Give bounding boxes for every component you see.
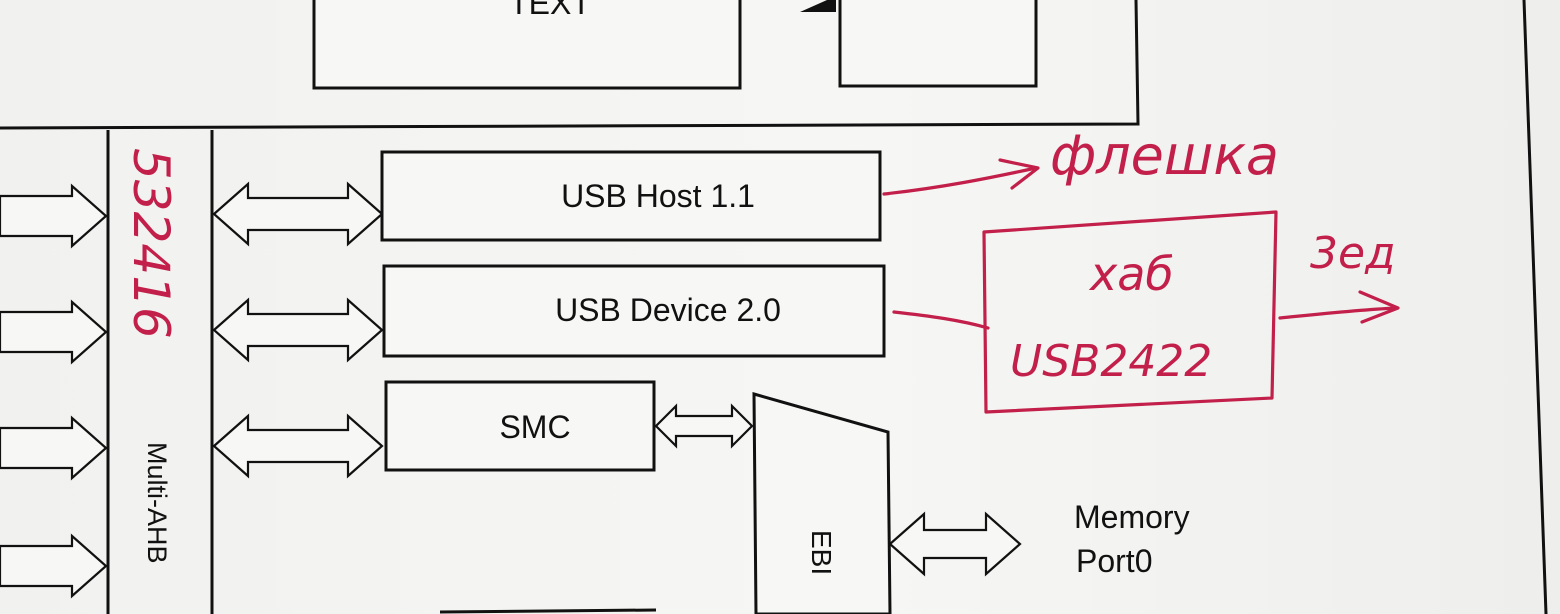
smc-label: SMC: [499, 409, 570, 445]
outer-frame-right-border: [1522, 0, 1548, 614]
bus-usb-device-arrow: [212, 297, 384, 363]
ebi-label: EBI: [806, 530, 837, 575]
usb-host-ink-arrowhead: [998, 158, 1040, 190]
usb-device-ink-line: [892, 310, 990, 330]
hub-ink-box: [982, 210, 1278, 414]
top-text-box: [312, 0, 742, 90]
bus-usb-host-arrow: [212, 181, 384, 247]
usb-host-block: [380, 150, 882, 242]
left-bus-arrow-1: [0, 183, 108, 249]
output-note: 3ед: [1310, 228, 1396, 279]
flash-note: флешка: [1050, 124, 1279, 187]
hub-output-ink-arrowhead: [1358, 290, 1400, 324]
bus-smc-arrow: [212, 413, 384, 479]
smc-ebi-arrow: [654, 403, 754, 449]
top-box-label: TEXT: [509, 0, 591, 21]
left-bus-arrow-4: [0, 533, 108, 599]
usb-device-label: USB Device 2.0: [555, 292, 781, 328]
usb-host-ink-arrow: [882, 166, 1038, 196]
memory-port-label-line1: Memory: [1074, 499, 1190, 535]
ebi-block: [752, 392, 892, 614]
hub-label-line2: USB2422: [1010, 336, 1212, 387]
upper-block-frame: [0, 0, 1140, 130]
bottom-block-top-edge: [439, 608, 657, 614]
top-right-box: [838, 0, 1038, 88]
memory-port-label-line2: Port0: [1076, 543, 1152, 579]
usb-host-label: USB Host 1.1: [561, 178, 755, 214]
top-arrow-head: [800, 0, 836, 12]
left-bus-arrow-3: [0, 415, 108, 481]
hub-output-ink-arrow: [1278, 306, 1398, 320]
hub-label-line1: хаб: [1088, 247, 1174, 301]
bus-label: Multi-AHB: [142, 442, 172, 564]
left-bus-arrow-2: [0, 299, 108, 365]
usb-device-block: [382, 264, 886, 358]
handwritten-bus-note: 532416: [122, 148, 180, 339]
smc-block: [384, 380, 656, 472]
ebi-memory-arrow: [888, 511, 1022, 577]
